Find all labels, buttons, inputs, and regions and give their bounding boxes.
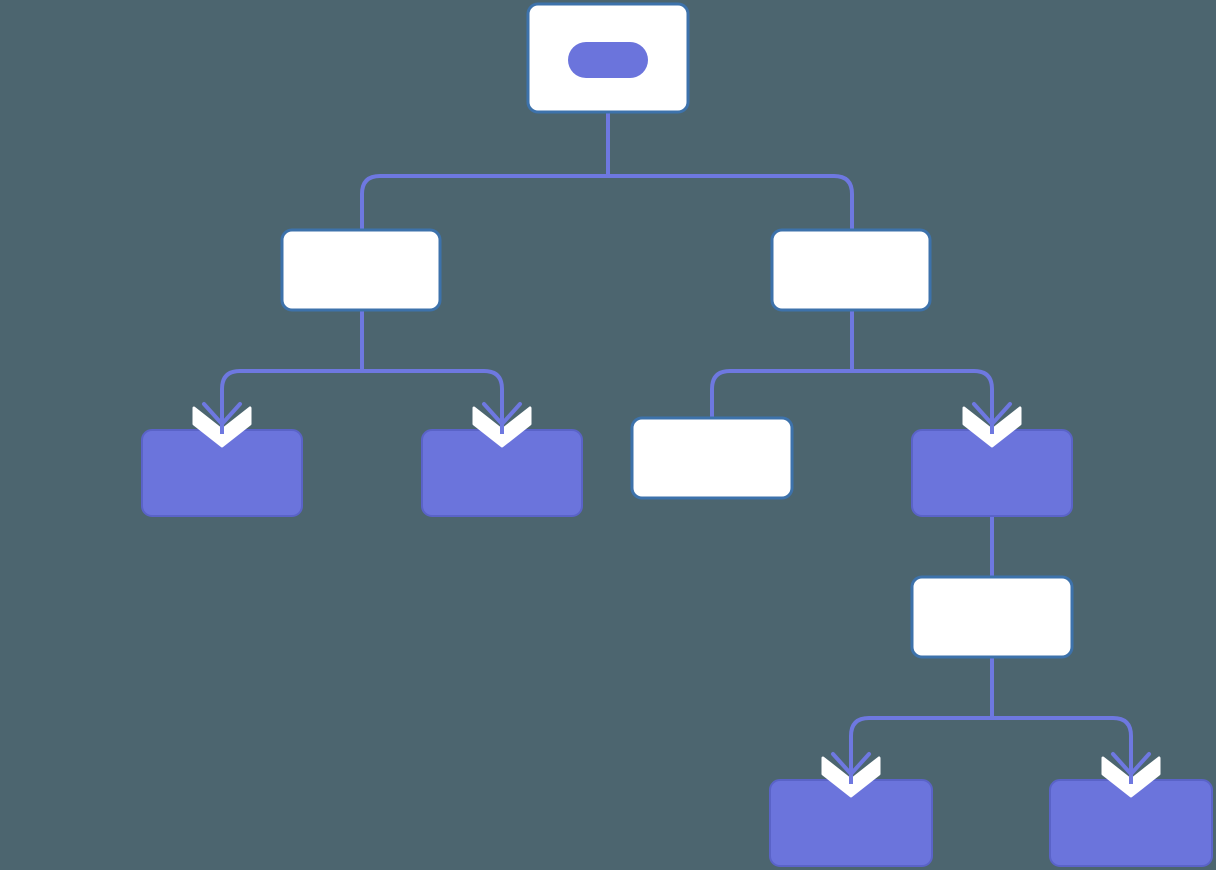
level1-left-node-shape [280, 228, 442, 312]
edge-level3-to-leaf-one [849, 657, 994, 802]
edge-level1-left-to-leaf-two [360, 310, 504, 452]
edge-level3-to-leaf-two [990, 657, 1133, 802]
root-pill-badge [568, 42, 648, 78]
arrow-tip-chevron-icon [831, 752, 871, 776]
level3-white-node-shape [910, 575, 1074, 659]
level1-left-node[interactable] [280, 228, 442, 312]
level1-right-node[interactable] [770, 228, 932, 312]
level2-white-leaf-shape [630, 416, 794, 500]
edge-level1-right-to-white-leaf [710, 310, 854, 418]
arrow-marker-layer [192, 400, 1161, 798]
arrow-tip-chevron-icon [1111, 752, 1151, 776]
edge-level1-right-to-branch-node [850, 310, 994, 452]
node-layer [141, 2, 1213, 867]
level3-white-node[interactable] [910, 575, 1074, 659]
edge-root-to-level1-right [606, 60, 854, 230]
level2-white-leaf[interactable] [630, 416, 794, 500]
arrow-tip-chevron-icon [202, 402, 242, 426]
edge-level1-left-to-leaf-one [220, 310, 364, 452]
root-node[interactable] [526, 2, 690, 114]
arrow-tip-chevron-icon [482, 402, 522, 426]
level1-right-node-shape [770, 228, 932, 312]
arrow-tip-chevron-icon [972, 402, 1012, 426]
edge-layer [220, 60, 1133, 802]
